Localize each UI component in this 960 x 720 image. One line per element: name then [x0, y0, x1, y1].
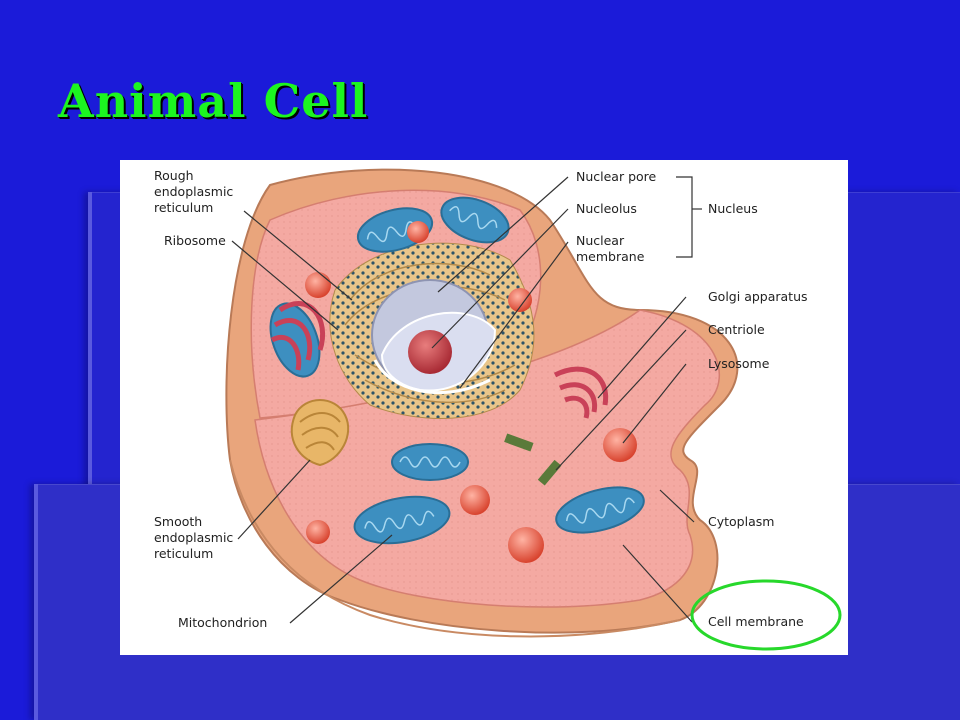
label-lysosome: Lysosome [708, 356, 770, 371]
nucleolus [408, 330, 452, 374]
mitochondrion [440, 196, 510, 244]
label-golgi-apparatus: Golgi apparatus [708, 289, 808, 304]
label-nuclear-pore: Nuclear pore [576, 169, 657, 184]
background-panel-edge [34, 484, 38, 720]
cell-diagram: Rough endoplasmic reticulum Ribosome Smo… [120, 160, 848, 655]
smooth-endoplasmic-reticulum [290, 399, 350, 467]
label-cell-membrane: Cell membrane [708, 614, 804, 629]
nucleus [371, 279, 497, 395]
mitochondrion [555, 486, 645, 534]
cell-membrane-highlight-circle [690, 579, 842, 651]
label-line: reticulum [154, 200, 213, 215]
label-rough-endoplasmic-reticulum: Rough endoplasmic reticulum [154, 168, 233, 215]
mitochondrion [353, 495, 451, 545]
label-centriole: Centriole [708, 322, 765, 337]
label-nucleolus: Nucleolus [576, 201, 637, 216]
leader-lines [231, 176, 702, 624]
slide-title: Animal Cell [58, 74, 369, 128]
label-mitochondrion: Mitochondrion [178, 615, 267, 630]
label-line: reticulum [154, 546, 213, 561]
label-cytoplasm: Cytoplasm [708, 514, 774, 529]
label-ribosome: Ribosome [164, 233, 226, 248]
label-nucleus: Nucleus [708, 201, 758, 216]
label-nuclear-membrane: Nuclear membrane [576, 233, 645, 264]
golgi-apparatus [270, 301, 609, 419]
label-line: Rough [154, 168, 194, 183]
label-line: Smooth [154, 514, 202, 529]
label-line: endoplasmic [154, 530, 233, 545]
centriole [504, 433, 562, 486]
mitochondrion [391, 443, 469, 481]
label-line: membrane [576, 249, 645, 264]
background-panel-edge [88, 192, 92, 720]
label-smooth-endoplasmic-reticulum: Smooth endoplasmic reticulum [154, 514, 233, 561]
label-line: endoplasmic [154, 184, 233, 199]
lysosome [305, 221, 637, 563]
label-line: Nuclear [576, 233, 625, 248]
